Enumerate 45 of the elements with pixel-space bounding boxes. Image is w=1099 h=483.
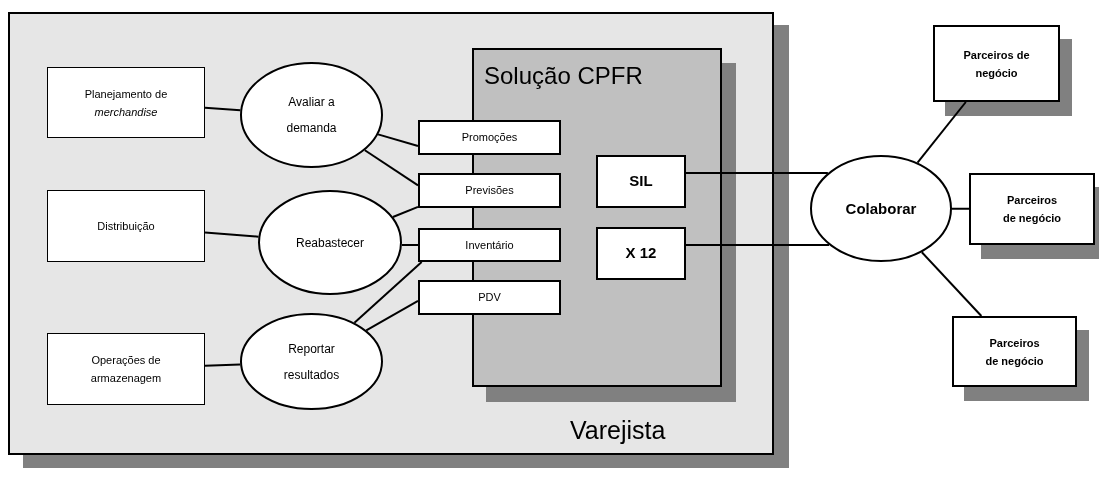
data-box bbox=[418, 228, 561, 262]
process-ellipse bbox=[240, 62, 383, 168]
process-box bbox=[47, 67, 205, 138]
ellipse-label: Colaborar bbox=[845, 198, 917, 219]
process-box bbox=[47, 190, 205, 262]
standard-box bbox=[596, 227, 686, 280]
connector-line bbox=[353, 261, 423, 324]
ellipse-label: Reportar resultados bbox=[282, 340, 341, 384]
box-label: Distribuição bbox=[97, 219, 155, 234]
connector-line bbox=[204, 363, 242, 367]
box-label: Planejamento de merchandise bbox=[83, 86, 169, 120]
connector-line bbox=[920, 251, 983, 317]
box-label: Parceiros de negócio bbox=[984, 335, 1045, 369]
box-label: Parceiros de negócio bbox=[963, 47, 1030, 81]
box-label: PDV bbox=[478, 290, 501, 306]
data-box bbox=[418, 173, 561, 208]
box-label: Parceiros de negócio bbox=[1001, 193, 1063, 226]
box-label: Promoções bbox=[461, 130, 518, 146]
process-box bbox=[47, 333, 205, 405]
box-label: SIL bbox=[629, 171, 653, 192]
connector-line bbox=[685, 172, 829, 174]
connector-line bbox=[391, 205, 419, 218]
collaborate-ellipse bbox=[810, 155, 952, 262]
standard-box bbox=[596, 155, 686, 208]
connector-line bbox=[377, 133, 419, 147]
connector-line bbox=[363, 149, 419, 187]
box-label: Inventário bbox=[465, 237, 514, 253]
data-box bbox=[418, 280, 561, 315]
box-label: X 12 bbox=[625, 243, 657, 264]
ellipse-label: Avaliar a demanda bbox=[285, 94, 338, 137]
connector-line bbox=[916, 101, 967, 164]
connector-line bbox=[204, 231, 260, 238]
data-box bbox=[418, 120, 561, 155]
connector-line bbox=[951, 207, 970, 210]
panel-title: Solução CPFR bbox=[484, 62, 643, 89]
process-ellipse bbox=[258, 190, 402, 295]
box-label: Operações de armazenagem bbox=[89, 353, 163, 386]
ellipse-label: Reabastecer bbox=[295, 234, 364, 252]
connector-line bbox=[685, 244, 831, 246]
frame-title: Varejista bbox=[570, 416, 666, 444]
process-ellipse bbox=[240, 313, 383, 410]
connector-line bbox=[365, 300, 419, 332]
box-label: Previsões bbox=[465, 183, 514, 199]
connector-line bbox=[204, 106, 242, 112]
connector-line bbox=[400, 244, 419, 246]
